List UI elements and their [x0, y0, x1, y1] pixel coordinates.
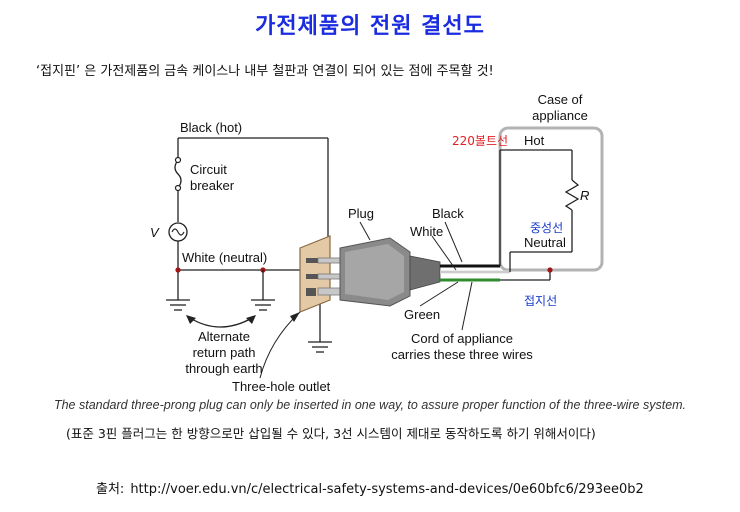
alternate-path-label: return path — [193, 345, 256, 360]
annotation-neutral: 중성선 — [530, 221, 563, 235]
case-label: Case of — [538, 92, 583, 107]
black-hot-label: Black (hot) — [180, 120, 242, 135]
white-neutral-label: White (neutral) — [182, 250, 267, 265]
green-label: Green — [404, 307, 440, 322]
figure-caption-korean: (표준 3핀 플러그는 한 방향으로만 삽입될 수 있다, 3선 시스템이 제대… — [66, 426, 596, 441]
plug-label: Plug — [348, 206, 374, 221]
annotation-220v: 220볼트선 — [452, 134, 508, 148]
alternate-path-arrow — [189, 317, 253, 328]
ground-icon — [166, 299, 190, 311]
ground-icon — [251, 299, 275, 311]
circuit-breaker-label: Circuit — [190, 162, 227, 177]
three-hole-outlet-label: Three-hole outlet — [232, 379, 331, 394]
source-url: http://voer.edu.vn/c/electrical-safety-s… — [130, 482, 644, 497]
neutral-label: Neutral — [524, 235, 566, 250]
alternate-path-label: through earth — [185, 361, 262, 376]
alternate-path-label: Alternate — [198, 329, 250, 344]
ground-icon — [308, 341, 332, 353]
case-label: appliance — [532, 108, 588, 123]
plug — [317, 237, 441, 307]
source-label: 출처: — [96, 482, 125, 497]
circuit-breaker-symbol — [174, 159, 182, 189]
black-label: Black — [432, 206, 464, 221]
hot-label: Hot — [524, 133, 545, 148]
resistor-label: R — [580, 188, 589, 203]
grounding-note: ‘접지핀’ 은 가전제품의 금속 케이스나 내부 철판과 연결이 되어 있는 점… — [36, 64, 494, 79]
source-line: 출처: http://voer.edu.vn/c/electrical-safet… — [96, 478, 644, 497]
annotation-ground: 접지선 — [524, 294, 557, 308]
figure-caption: The standard three-prong plug can only b… — [53, 398, 687, 412]
circuit-breaker-label: breaker — [190, 178, 235, 193]
resistor-symbol — [564, 179, 580, 211]
cord-label: Cord of appliance — [411, 331, 513, 346]
voltage-label: V — [150, 225, 160, 240]
page-title: 가전제품의 전원 결선도 — [255, 14, 485, 39]
cord-label: carries these three wires — [391, 347, 533, 362]
white-label: White — [410, 224, 443, 239]
